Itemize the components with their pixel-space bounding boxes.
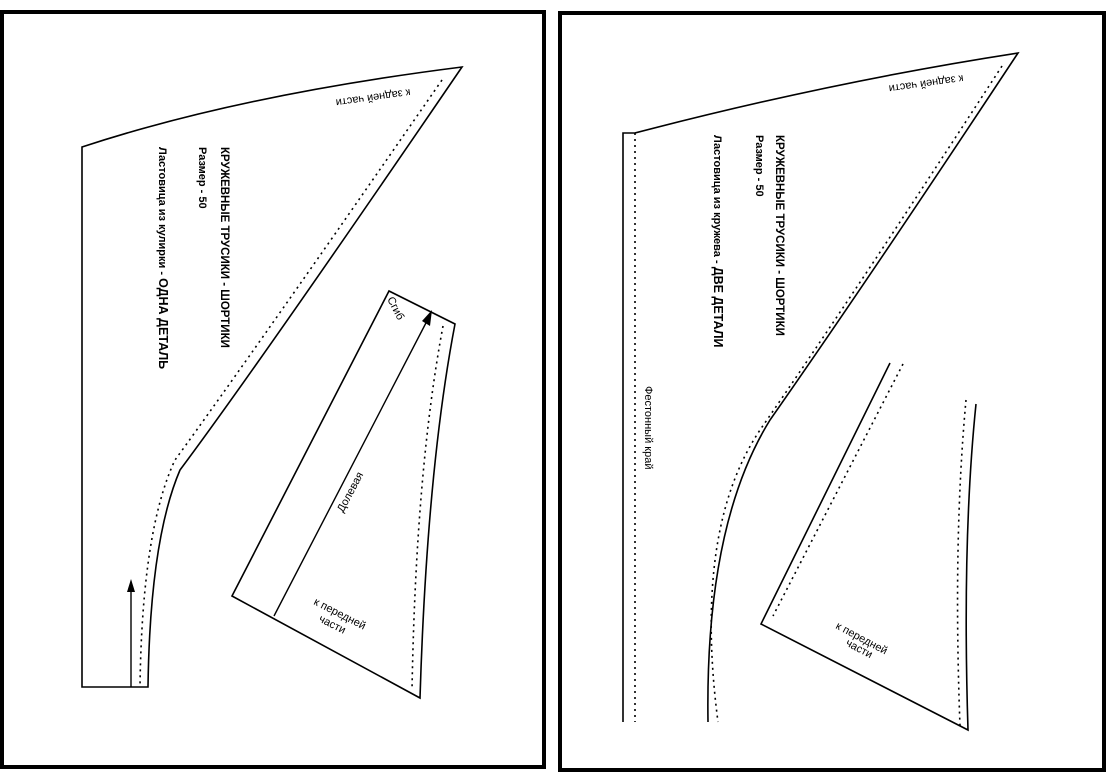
- right-gusset-note: Ластовица из кружева - ДВЕ ДЕТАЛИ: [711, 135, 725, 347]
- left-gusset-grain-arrow: [273, 310, 432, 617]
- left-grain-arrow: [127, 579, 135, 687]
- right-to-back-label: к задней части: [888, 72, 964, 94]
- left-to-back-label: к задней части: [335, 86, 411, 108]
- right-size: Размер - 50: [753, 135, 765, 197]
- left-main-piece: [81, 65, 464, 688]
- right-main-piece: [622, 51, 1020, 723]
- right-title: КРУЖЕВНЫЕ ТРУСИКИ - ШОРТИКИ: [773, 135, 785, 336]
- left-sheet-frame: [0, 10, 546, 769]
- right-scallop-edge-label: Фестонный край: [642, 386, 654, 469]
- left-fold-label: Сгиб: [384, 295, 406, 322]
- right-sheet-frame: [558, 11, 1106, 772]
- left-title: КРУЖЕВНЫЕ ТРУСИКИ - ШОРТИКИ: [218, 147, 230, 348]
- right-gusset-piece: [759, 362, 977, 732]
- left-gusset-piece: [230, 289, 456, 700]
- left-gusset-note: Ластовица из кулирки - ОДНА ДЕТАЛЬ: [156, 147, 170, 369]
- left-size: Размер - 50: [196, 147, 208, 209]
- left-grain-label: Долевая: [335, 470, 366, 514]
